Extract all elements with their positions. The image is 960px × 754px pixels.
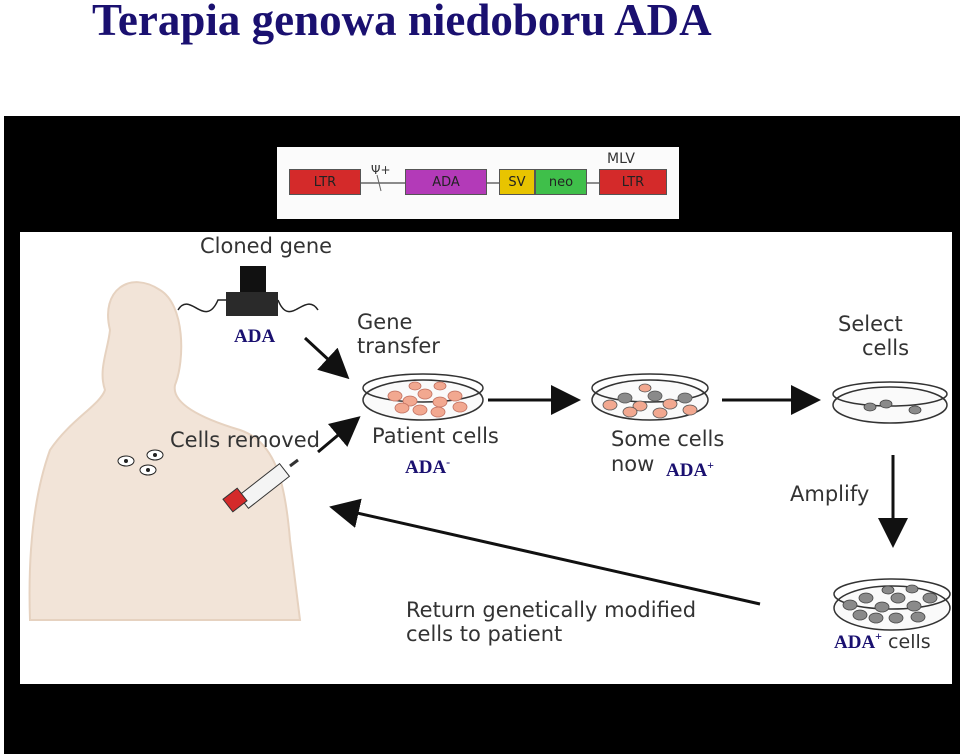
syringe <box>222 458 299 513</box>
cells-removed-label: Cells removed <box>170 428 320 452</box>
patient-cells-label: Patient cells <box>372 424 499 448</box>
mlv-label: MLV <box>607 151 635 167</box>
return-label-1: Return genetically modified <box>406 598 697 622</box>
chest-cells <box>117 449 164 476</box>
return-arrow <box>329 498 761 606</box>
sv-label: SV <box>508 174 526 190</box>
cloned-gene-label: Cloned gene <box>200 234 333 258</box>
gene-transfer-label-1: Gene <box>357 310 413 334</box>
psi-label: Ψ+ <box>371 163 391 177</box>
select-label-1: Select <box>838 312 903 336</box>
ltr-right-segment: LTR <box>599 169 667 195</box>
select-label-2: cells <box>862 336 910 360</box>
gene-transfer-arrow <box>303 336 350 380</box>
dish-transduced-cells <box>591 373 709 421</box>
amplify-label: Amplify <box>790 482 870 506</box>
ada-segment-label: ADA <box>432 174 460 190</box>
ada-plus-cells-label: ADA+ cells <box>834 629 931 653</box>
retroviral-vector-map: LTR Ψ+ ADA SV neo MLV LTR <box>277 147 679 219</box>
ltr-left-label: LTR <box>313 174 337 190</box>
dish-amplified-cells <box>833 578 951 631</box>
ada-plus-label: ADA+ <box>666 458 715 481</box>
sv-segment: SV <box>499 169 535 195</box>
vector-backbone-lines <box>361 174 599 192</box>
some-cells-label: Some cells <box>611 427 725 451</box>
ada-minus-label: ADA- <box>405 455 451 478</box>
cloned-gene-dna <box>177 266 319 316</box>
ada-segment: ADA <box>405 169 487 195</box>
cells-removed-arrow <box>317 416 361 454</box>
dish-patient-cells <box>362 373 484 421</box>
neo-label: neo <box>548 174 574 190</box>
dish-selected-cells <box>832 381 948 424</box>
ada-gene-label: ADA <box>234 326 276 347</box>
neo-segment: neo <box>535 169 587 195</box>
slide-title: Terapia genowa niedoboru ADA <box>92 0 712 45</box>
ltr-left-segment: LTR <box>289 169 361 195</box>
now-label: now <box>611 452 655 476</box>
gene-transfer-label-2: transfer <box>357 334 440 358</box>
return-label-2: cells to patient <box>406 622 563 646</box>
ltr-right-label: LTR <box>621 174 645 190</box>
